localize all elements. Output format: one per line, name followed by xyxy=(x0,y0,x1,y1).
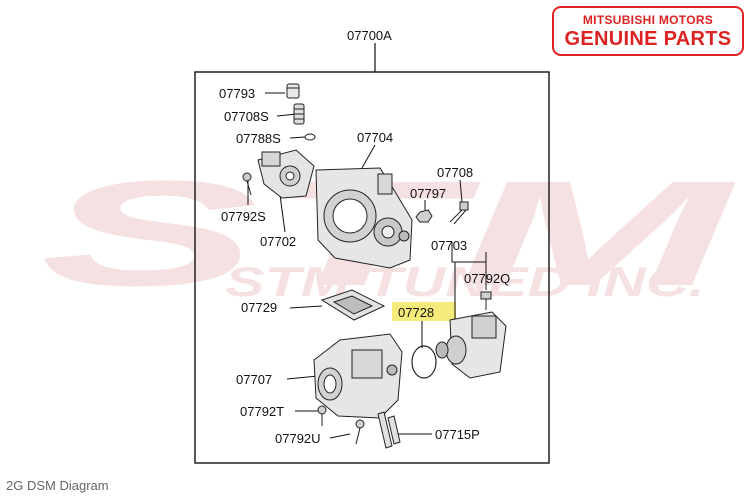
part-07704-throttle-body xyxy=(315,167,413,269)
label-07792T: 07792T xyxy=(240,404,284,419)
label-07707: 07707 xyxy=(236,372,272,387)
label-07704: 07704 xyxy=(357,130,393,145)
part-07788S-clip xyxy=(304,133,316,141)
label-07700A: 07700A xyxy=(347,28,392,43)
label-07702: 07702 xyxy=(260,234,296,249)
part-07729-gasket xyxy=(320,289,386,321)
part-07792Q-screw xyxy=(480,291,492,310)
part-07708S-spring xyxy=(293,103,305,125)
label-07708: 07708 xyxy=(437,165,473,180)
watermark-company: STM TUNED INC. xyxy=(225,258,705,305)
label-07792U: 07792U xyxy=(275,431,321,446)
label-07715P: 07715P xyxy=(435,427,480,442)
label-07729: 07729 xyxy=(241,300,277,315)
badge-brand: MITSUBISHI MOTORS xyxy=(582,13,714,27)
part-07703-idle-motor xyxy=(435,311,507,379)
label-07703: 07703 xyxy=(431,238,467,253)
part-07797-nut xyxy=(415,209,433,223)
label-07797: 07797 xyxy=(410,186,446,201)
highlight-07728 xyxy=(392,302,456,321)
label-07728: 07728 xyxy=(398,305,434,320)
part-07708-bolt xyxy=(449,201,469,225)
label-07792S: 07792S xyxy=(221,209,266,224)
badge-title: GENUINE PARTS xyxy=(564,28,732,50)
label-07792Q: 07792Q xyxy=(464,271,510,286)
part-07792S-screw xyxy=(242,172,252,196)
assembly-frame xyxy=(194,71,550,464)
label-07708S: 07708S xyxy=(224,109,269,124)
label-07793: 07793 xyxy=(219,86,255,101)
part-07702-sensor xyxy=(257,149,315,199)
diagram-caption: 2G DSM Diagram xyxy=(6,478,109,493)
part-07793-cap xyxy=(286,83,300,99)
part-07728-o-ring xyxy=(411,345,437,379)
part-07792T-screw xyxy=(317,405,327,426)
part-07715P-clips xyxy=(377,411,401,449)
part-07792U-screw xyxy=(355,419,365,445)
label-07788S: 07788S xyxy=(236,131,281,146)
part-07707-lower-body xyxy=(313,333,403,419)
genuine-parts-badge: MITSUBISHI MOTORS GENUINE PARTS xyxy=(552,6,744,56)
